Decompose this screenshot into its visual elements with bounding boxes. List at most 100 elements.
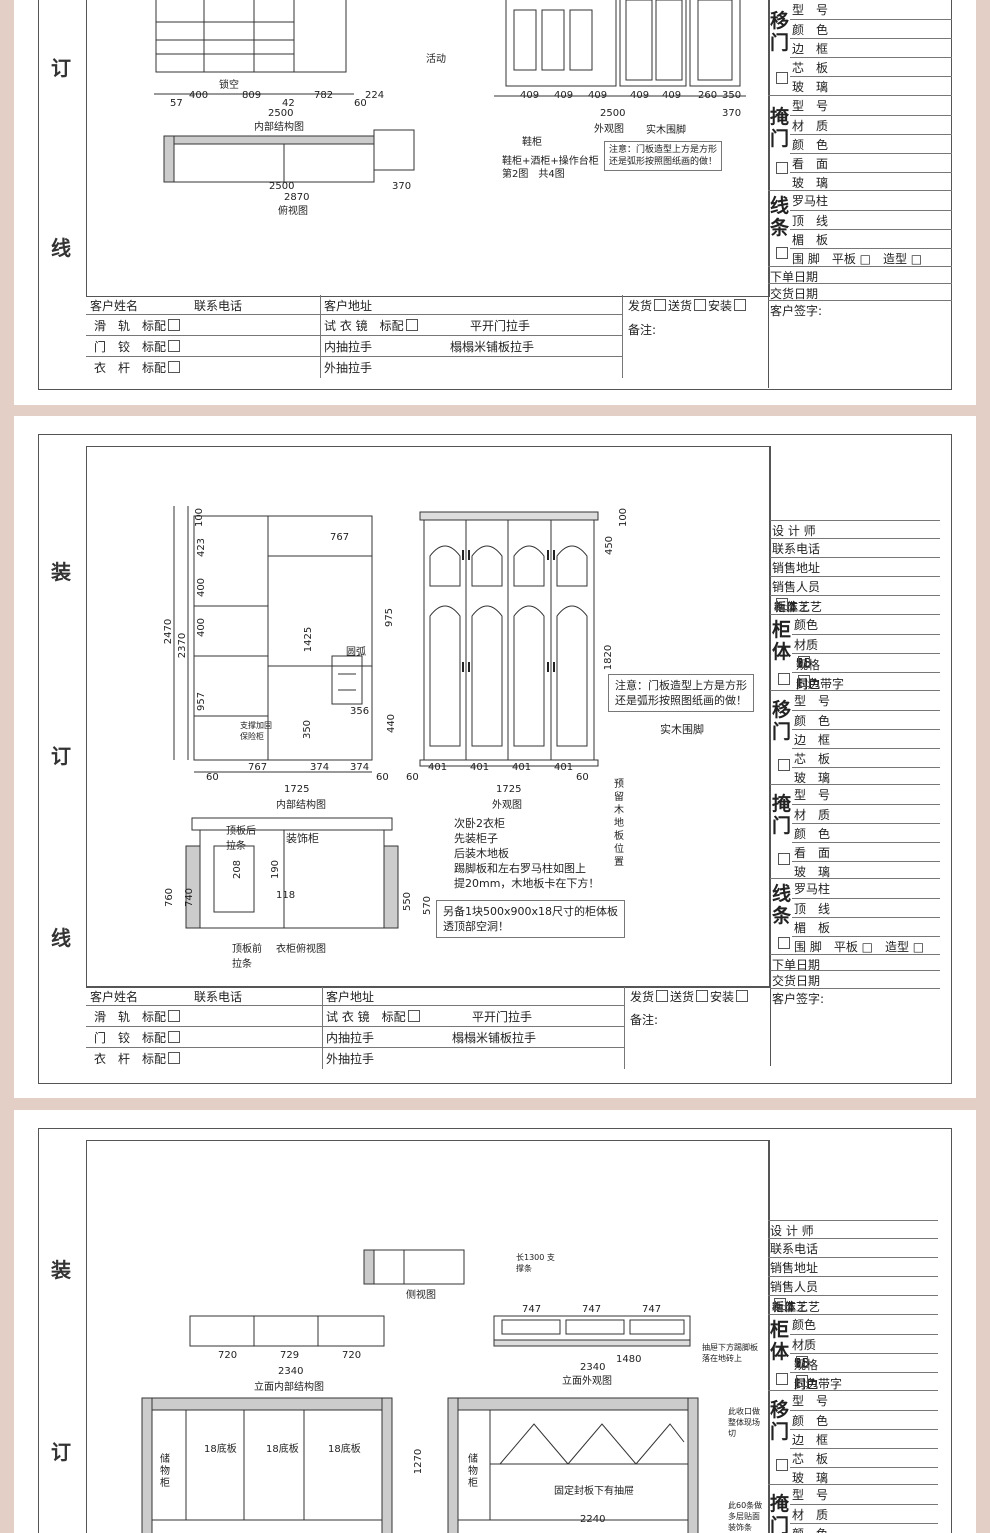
dim-label: 224 bbox=[365, 90, 385, 101]
board-label: 18底板 bbox=[266, 1444, 299, 1455]
skirting-row: 围 脚 平板 □ 造型 □ bbox=[792, 936, 940, 955]
fixed-label: 固定封板下有抽屉 bbox=[554, 1486, 634, 1497]
contact-label: 联系电话 bbox=[194, 990, 243, 1004]
info-row: 销售地址 bbox=[768, 1257, 938, 1276]
table-line bbox=[86, 335, 622, 336]
elevation-internal-drawing bbox=[189, 1315, 385, 1347]
deliver-checkbox[interactable] bbox=[696, 990, 709, 1002]
extra-board-note: 另备1块500x900x18尺寸的柜体板 透顶部空洞！ bbox=[436, 900, 626, 938]
dim-label: 423 bbox=[196, 537, 208, 558]
info-row: 销售人员 bbox=[770, 576, 940, 595]
standard-checkbox[interactable] bbox=[168, 1010, 181, 1022]
standard-checkbox[interactable] bbox=[168, 361, 181, 373]
spec-checkbox[interactable] bbox=[798, 656, 810, 668]
remarks-label: 备注: bbox=[630, 1013, 659, 1027]
ship-label: 发货送货安装 bbox=[630, 988, 750, 1005]
mirror-label: 试 衣 镜 标配 bbox=[324, 317, 420, 334]
order-date-row: 下单日期 bbox=[768, 266, 952, 285]
move-door-char: 移门 bbox=[770, 1399, 790, 1443]
move-door-row: 芯 板 bbox=[790, 1448, 938, 1467]
spec-checkbox[interactable] bbox=[796, 1356, 808, 1368]
table-line bbox=[86, 314, 622, 315]
line-row: 楣 板 bbox=[792, 917, 940, 936]
dim-label: 2470 bbox=[163, 618, 175, 645]
support-label: 长1300 支撑条 bbox=[516, 1253, 555, 1273]
standard-checkbox[interactable] bbox=[405, 319, 418, 331]
dim-label: 747 bbox=[642, 1304, 662, 1315]
move-door-checkbox[interactable] bbox=[776, 1459, 788, 1471]
door-shape-note: 注意：门板造型上方是方形 还是弧形按照图纸画的做！ bbox=[604, 141, 723, 171]
dim-label: 400 bbox=[196, 617, 208, 638]
binding-char: 线 bbox=[51, 926, 71, 950]
outer-handle-label: 外抽拉手 bbox=[326, 1052, 375, 1066]
drawing-caption: 实木围脚 bbox=[660, 723, 704, 736]
move-door-section: 移门 型 号 颜 色 边 框 芯 板 玻 璃 bbox=[770, 690, 940, 785]
cover-door-row: 颜 色 bbox=[792, 823, 940, 842]
body-checkbox[interactable] bbox=[778, 673, 790, 685]
move-door-checkbox[interactable] bbox=[778, 759, 790, 771]
ship-label: 发货送货安装 bbox=[628, 297, 748, 314]
line-char: 线条 bbox=[770, 195, 790, 239]
line-checkbox[interactable] bbox=[776, 247, 788, 259]
dim-label: 2370 bbox=[177, 632, 189, 659]
move-door-section: 移门 型 号 颜 色 边 框 芯 板 玻 璃 bbox=[768, 0, 952, 95]
standard-checkbox[interactable] bbox=[168, 1052, 181, 1064]
slide-rail-label: 滑 轨 标配 bbox=[94, 1008, 182, 1025]
dim-label: 374 bbox=[350, 762, 370, 773]
line-checkbox[interactable] bbox=[778, 937, 790, 949]
new-craft-checkbox[interactable] bbox=[774, 1298, 786, 1310]
install-checkbox[interactable] bbox=[736, 990, 749, 1002]
exterior-drawing bbox=[419, 511, 599, 767]
delivery-date-row: 交货日期 bbox=[768, 283, 952, 302]
drawing-caption: 外观图 bbox=[492, 800, 522, 811]
inner-handle-label: 内抽拉手 bbox=[326, 1031, 375, 1045]
body-checkbox[interactable] bbox=[776, 1373, 788, 1385]
cover-door-row: 型 号 bbox=[792, 99, 829, 113]
dim-label: 60 bbox=[354, 98, 367, 109]
move-door-checkbox[interactable] bbox=[776, 72, 788, 84]
remarks-label: 备注: bbox=[628, 323, 657, 337]
dim-label: 400 bbox=[189, 90, 209, 101]
dim-label: 350 bbox=[302, 719, 314, 740]
dim-label: 1725 bbox=[284, 784, 310, 795]
cover-door-row: 玻 璃 bbox=[792, 861, 940, 880]
new-craft-checkbox[interactable] bbox=[776, 598, 788, 610]
standard-checkbox[interactable] bbox=[168, 319, 181, 331]
edge-checkbox[interactable] bbox=[798, 675, 810, 687]
deliver-checkbox[interactable] bbox=[694, 299, 707, 311]
cover-door-checkbox[interactable] bbox=[778, 853, 790, 865]
standard-checkbox[interactable] bbox=[168, 1031, 181, 1043]
cover-door-row: 型 号 bbox=[792, 1488, 829, 1502]
move-door-row: 边 框 bbox=[790, 1429, 938, 1448]
binding-char: 线 bbox=[51, 236, 71, 260]
move-door-row: 芯 板 bbox=[790, 57, 952, 76]
binding-char: 订 bbox=[51, 56, 71, 80]
rod-label: 衣 杆 标配 bbox=[94, 359, 182, 376]
deco-label: 装饰柜 bbox=[286, 832, 319, 845]
cover-door-checkbox[interactable] bbox=[776, 162, 788, 174]
dim-label: 409 bbox=[588, 90, 608, 101]
standard-checkbox[interactable] bbox=[407, 1010, 420, 1022]
dim-label: 100 bbox=[618, 507, 630, 528]
wardrobe-top-view bbox=[185, 817, 399, 929]
spec-panel: 移门 型 号 颜 色 边 框 芯 板 玻 璃 掩门 型 号 材 质 颜 色 看 … bbox=[768, 0, 952, 388]
edge-row: 封边 同色带字同色 bbox=[792, 672, 940, 691]
inner-handle-label: 内抽拉手 bbox=[324, 340, 373, 354]
table-line bbox=[86, 1047, 624, 1048]
drawing-caption: 实木围脚 bbox=[646, 125, 686, 136]
line-row: 顶 线 bbox=[790, 210, 952, 229]
ship-checkbox[interactable] bbox=[654, 299, 667, 311]
move-door-char: 移门 bbox=[770, 10, 790, 54]
table-line bbox=[322, 987, 323, 1069]
edge-checkbox[interactable] bbox=[796, 1375, 808, 1387]
dim-label: 401 bbox=[470, 762, 490, 773]
dim-label: 2500 bbox=[268, 108, 294, 119]
install-checkbox[interactable] bbox=[734, 299, 747, 311]
tatami-handle-label: 榻榻米铺板拉手 bbox=[450, 340, 535, 354]
ship-checkbox[interactable] bbox=[656, 990, 669, 1002]
cover-door-char: 掩门 bbox=[772, 793, 792, 837]
standard-checkbox[interactable] bbox=[168, 340, 181, 352]
drawing-caption: 立面外观图 bbox=[562, 1376, 612, 1387]
dim-label: 409 bbox=[662, 90, 682, 101]
dim-label: 100 bbox=[194, 507, 206, 528]
